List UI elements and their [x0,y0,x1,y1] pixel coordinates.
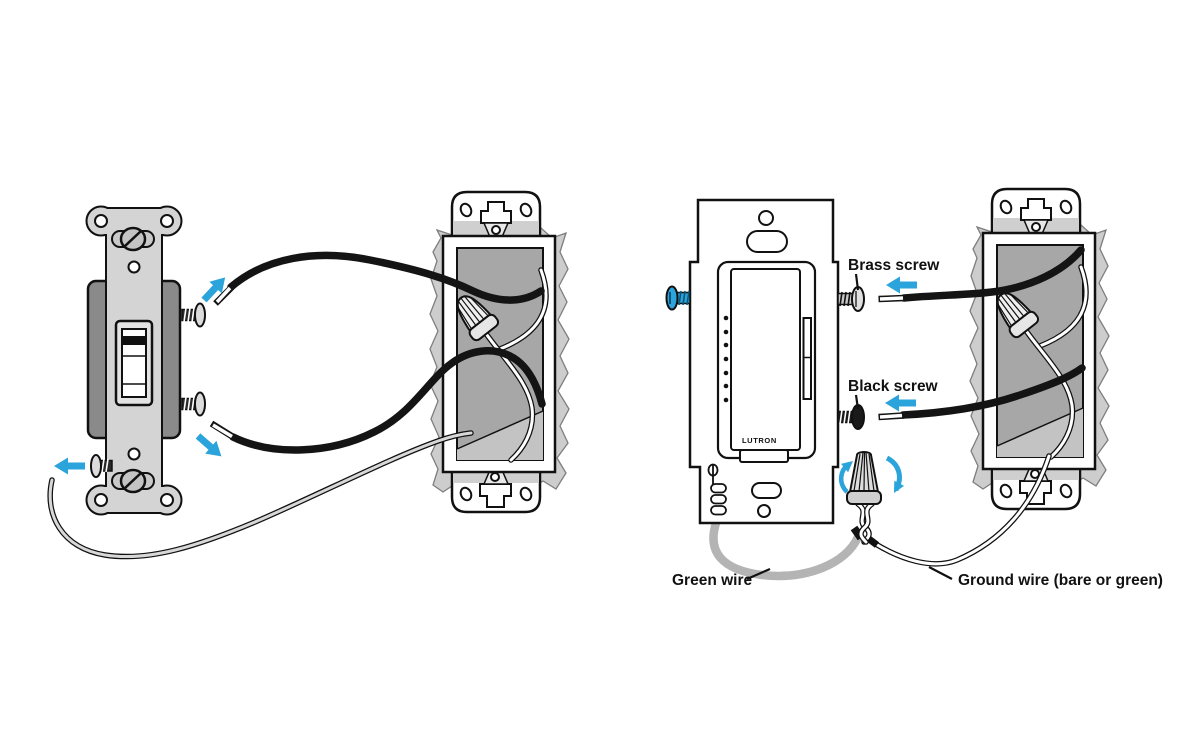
old-switch-diagram [47,192,569,560]
svg-text:Brass screw: Brass screw [848,257,940,274]
dimmer-paddle-inner [730,268,801,451]
strap-hole-small-top [127,260,141,274]
led-indicators [723,315,729,403]
label-ground-wire: Ground wire (bare or green) [928,566,1163,589]
dimmer-paddle-tab [739,449,789,463]
terminal-screw-top [181,302,206,328]
green-ground-screw [665,285,691,311]
twisted-wires [855,501,875,545]
strap-mounting-screw-top [111,226,155,252]
wire-nut [846,451,882,505]
pull-arrow-ground [54,457,85,475]
wire-to-brass-screw [878,246,1085,303]
toggle-lever [114,319,154,407]
electrical-box-right [970,189,1109,509]
wire-nut-junction [839,451,905,548]
dimmer-diagram: LUTRON [665,189,1163,589]
plate-slot-top [746,230,788,253]
wire-to-black-screw [878,364,1086,421]
black-screw [837,404,865,430]
plate-hole-top [758,210,774,226]
strap-hole-small-bottom [127,447,141,461]
hot-wire-top [213,251,545,306]
ground-screw [90,454,113,478]
lutron-logo: LUTRON [742,436,777,445]
label-green-wire: Green wire [672,567,771,589]
dimmer-switch: LUTRON [665,198,865,525]
terminal-screw-bottom [181,391,206,417]
ground-wire [871,453,1052,567]
plate-hole-bottom [757,504,771,518]
strap-ear-hole [160,214,174,228]
toggle-switch [85,205,206,516]
dimmer-bottom-terminals [707,463,727,516]
hot-wire-bottom [209,347,546,454]
strap-ear-hole [94,214,108,228]
brass-screw [837,286,865,312]
insert-arrow-brass [886,276,917,294]
label-brass-screw: Brass screw [848,257,940,291]
insert-arrow-black [885,394,916,412]
green-wire [709,518,863,581]
twist-arrow-left [839,456,857,494]
strap-ear-hole [160,493,174,507]
dimmer-slider [802,317,812,400]
bare-ground-wire [47,430,474,560]
label-black-screw: Black screw [848,378,939,410]
svg-text:Green wire: Green wire [672,572,752,589]
twist-arrow-right [885,455,905,496]
strap-ear-hole [94,493,108,507]
pull-arrow-bottom [192,429,227,463]
plate-slot-bottom [751,482,782,499]
strap-mounting-screw-bottom [111,468,155,494]
svg-text:Black screw: Black screw [848,378,939,395]
svg-text:Ground wire (bare or green): Ground wire (bare or green) [958,572,1163,589]
